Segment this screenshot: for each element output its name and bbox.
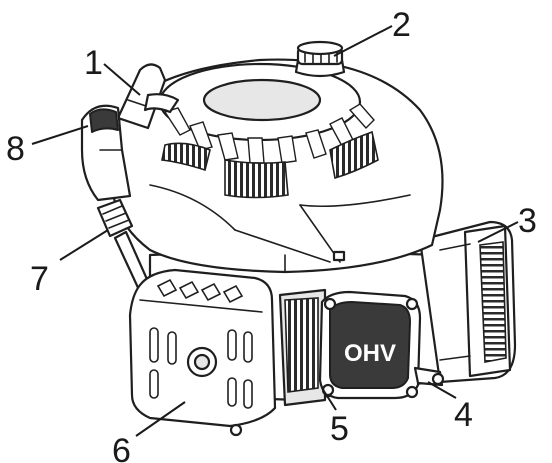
throttle-control (116, 63, 180, 130)
ohv-label: OHV (344, 340, 396, 367)
leader-3 (477, 221, 519, 243)
leader-5 (321, 387, 337, 411)
callout-8: 8 (6, 130, 25, 168)
callout-1: 1 (84, 44, 103, 82)
leader-lines (31, 25, 519, 437)
air-filter (418, 220, 517, 384)
cooling-vent-left (161, 142, 211, 172)
oil-fill-cap (294, 40, 346, 78)
callout-6: 6 (112, 432, 131, 463)
cooling-vent-right (329, 130, 379, 180)
callout-3: 3 (518, 202, 537, 240)
callout-labels: 1 2 3 4 5 6 7 8 (6, 6, 537, 463)
valve-cover: OHV (318, 290, 422, 400)
spark-plug (96, 198, 152, 294)
callout-2: 2 (392, 6, 411, 44)
fuel-tank-shroud (110, 58, 444, 274)
leader-6 (135, 401, 186, 437)
callout-4: 4 (454, 396, 473, 434)
muffler-guard (128, 268, 277, 437)
leader-2 (333, 25, 393, 57)
leader-1 (103, 63, 141, 96)
primer-bracket (80, 104, 132, 202)
oil-drain-plug (413, 366, 445, 387)
callout-5: 5 (330, 410, 349, 448)
leader-8 (31, 125, 89, 145)
shroud-bolt (332, 250, 346, 262)
shroud-ribs (163, 103, 375, 164)
leader-7 (59, 229, 109, 261)
leader-4 (427, 381, 457, 399)
callout-7: 7 (30, 260, 49, 298)
cooling-vent-center (224, 159, 289, 199)
